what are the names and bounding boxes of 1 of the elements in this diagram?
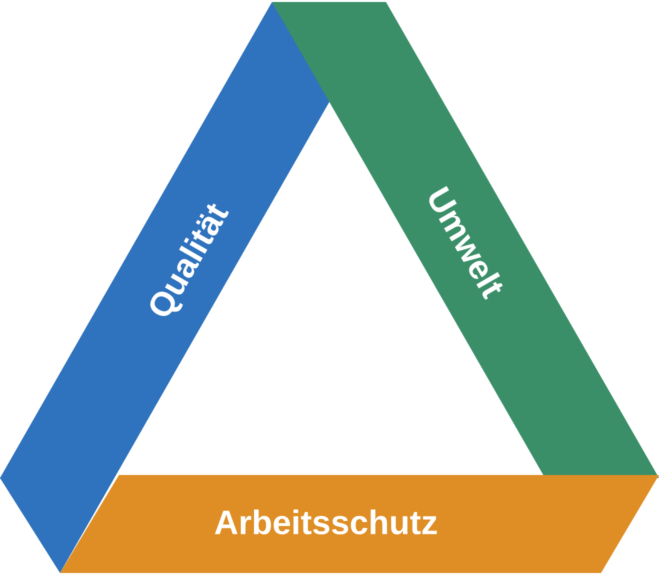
band: Arbeitsschutz: [60, 475, 659, 573]
